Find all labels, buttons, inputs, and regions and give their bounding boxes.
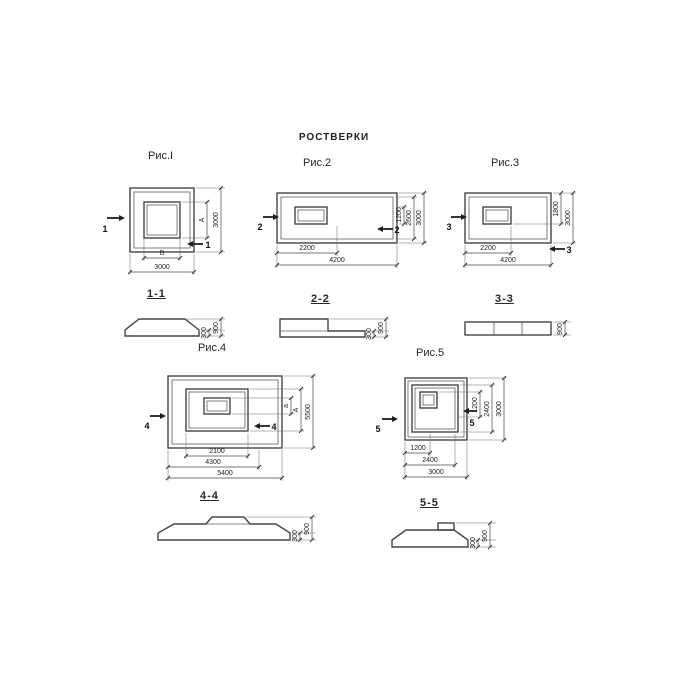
fig2-dim-r1: 1200 — [396, 207, 403, 223]
figure-3: Рис.3 2200 4200 1800 — [445, 155, 600, 365]
fig4-section-marks: 4 4 — [144, 413, 277, 432]
fig1-dim-inner-width: В — [160, 250, 165, 257]
fig4-plan-contours — [167, 375, 283, 449]
figure-3-plan-drawing: 2200 4200 1800 3000 3 3 — [446, 190, 576, 268]
fig2-dim-outer-width: 4200 — [329, 257, 345, 264]
fig3-dim-r2: 3000 — [565, 210, 572, 226]
figure-5: Рис.5 1200 2400 3000 — [368, 345, 533, 560]
fig5-dim-total: 900 — [482, 530, 489, 542]
fig5-section-dimensions: 300 900 — [456, 520, 496, 550]
fig1-dim-total: 900 — [213, 322, 220, 334]
fig4-dim-r2: А — [293, 407, 300, 412]
fig3-dim-inner-width: 2200 — [480, 245, 496, 252]
fig3-dim-r1: 1800 — [553, 201, 560, 217]
fig3-cut-mark-right: 3 — [566, 245, 571, 255]
figure-4-caption: Рис.4 — [198, 342, 227, 354]
fig1-plan-dimensions: В 3000 А 3000 — [127, 185, 225, 275]
fig2-cut-mark-left: 2 — [257, 222, 262, 232]
fig1-section-marks: 1 1 — [102, 215, 211, 250]
figure-2-caption: Рис.2 — [303, 157, 332, 169]
fig3-plan-dimensions: 2200 4200 1800 3000 — [462, 190, 576, 268]
fig5-section-contour — [391, 522, 469, 548]
figure-5-section-label: 5-5 — [420, 497, 439, 509]
fig4-dim-r3: 5500 — [305, 404, 312, 420]
fig4-dim-r1: а — [283, 404, 290, 408]
fig4-dim-b1: 2100 — [209, 448, 225, 455]
fig2-dim-r3: 3000 — [416, 210, 423, 226]
sheet-title: РОСТВЕРКИ — [298, 132, 370, 143]
fig5-dim-r1: 1200 — [472, 397, 479, 413]
fig4-plan-dimensions: 2100 4300 5400 а А 5500 — [165, 373, 316, 481]
figure-1-section-label: 1-1 — [147, 288, 166, 300]
figure-4: Рис.4 2100 4300 5400 — [140, 340, 330, 555]
fig3-section-marks: 3 3 — [446, 214, 572, 255]
fig5-dim-r3: 3000 — [496, 401, 503, 417]
figure-1-section-drawing: 300 900 — [124, 316, 225, 339]
fig1-dim-edge: 300 — [201, 327, 208, 339]
figure-3-section-label: 3-3 — [495, 293, 514, 305]
figure-1-plan-drawing: В 3000 А 3000 1 1 — [102, 185, 225, 275]
fig4-dim-edge: 300 — [292, 530, 299, 542]
fig2-section-marks: 2 2 — [257, 214, 400, 235]
figure-2-section-drawing: 300 900 — [279, 316, 389, 340]
fig5-dim-b2: 2400 — [422, 457, 438, 464]
fig5-dim-r2: 2400 — [484, 401, 491, 417]
fig5-dim-b1: 1200 — [410, 445, 426, 452]
fig4-cut-mark-left: 4 — [144, 421, 149, 431]
fig1-dim-outer-width: 3000 — [154, 264, 170, 271]
fig2-dim-r2: 2600 — [406, 210, 413, 226]
fig2-section-dimensions: 300 900 — [330, 316, 389, 340]
figure-5-plan-drawing: 1200 2400 3000 1200 2400 3000 — [375, 375, 507, 480]
fig2-dim-edge: 300 — [366, 328, 373, 340]
fig4-dim-total: 900 — [304, 523, 311, 535]
fig5-dim-edge: 300 — [470, 537, 477, 549]
figure-4-section-drawing: 300 900 — [157, 514, 316, 543]
fig2-section-contour — [279, 318, 366, 338]
fig1-plan-contours — [129, 187, 195, 253]
fig5-plan-dimensions: 1200 2400 3000 1200 2400 3000 — [402, 375, 507, 480]
figure-2-section-label: 2-2 — [311, 293, 330, 305]
fig4-dim-b3: 5400 — [217, 470, 233, 477]
figure-5-caption: Рис.5 — [416, 347, 445, 359]
figure-1: Рис.I В 3000 А — [95, 150, 255, 360]
fig3-dim-total: 900 — [557, 323, 564, 335]
fig3-section-contour — [464, 321, 552, 336]
fig2-cut-mark-right: 2 — [394, 225, 399, 235]
fig5-section-marks: 5 5 — [375, 408, 477, 434]
figure-3-section-drawing: 900 — [464, 319, 571, 338]
fig2-dim-total: 900 — [378, 322, 385, 334]
figure-2: Рис.2 2200 4200 1200 — [255, 155, 435, 365]
fig3-section-dimensions: 900 — [553, 319, 571, 338]
fig5-dim-b3: 3000 — [428, 469, 444, 476]
fig4-dim-b2: 4300 — [205, 459, 221, 466]
fig4-cut-mark-right: 4 — [271, 422, 276, 432]
fig2-plan-dimensions: 2200 4200 1200 2600 3000 — [274, 190, 427, 268]
fig3-plan-contours — [464, 192, 552, 244]
figure-5-section-drawing: 300 900 — [391, 520, 496, 550]
fig2-dim-inner-width: 2200 — [299, 245, 315, 252]
fig3-cut-mark-left: 3 — [446, 222, 451, 232]
fig5-cut-mark-right: 5 — [469, 418, 474, 428]
figure-3-caption: Рис.3 — [491, 157, 520, 169]
fig1-cut-mark-left: 1 — [102, 224, 107, 234]
fig5-plan-contours — [404, 377, 468, 441]
figure-1-caption: Рис.I — [148, 150, 174, 162]
figure-2-plan-drawing: 2200 4200 1200 2600 3000 2 — [257, 190, 427, 268]
fig1-section-dimensions: 300 900 — [187, 316, 225, 339]
fig1-dim-outer-height: 3000 — [213, 212, 220, 228]
figure-4-plan-drawing: 2100 4300 5400 а А 5500 — [144, 373, 316, 481]
fig1-dim-inner-height: А — [199, 217, 206, 222]
figure-4-section-label: 4-4 — [200, 490, 219, 502]
fig4-section-dimensions: 300 900 — [246, 514, 316, 543]
fig1-cut-mark-right: 1 — [205, 240, 210, 250]
fig4-section-contour — [157, 516, 291, 541]
fig1-section-contour — [124, 318, 200, 337]
fig5-cut-mark-left: 5 — [375, 424, 380, 434]
fig3-dim-outer-width: 4200 — [500, 257, 516, 264]
